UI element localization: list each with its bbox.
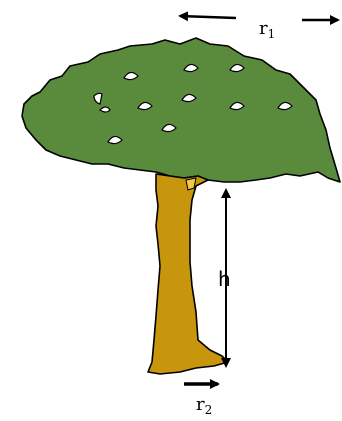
r2-label-sub: 2: [205, 403, 213, 417]
h-label: h: [218, 267, 231, 291]
tree-canopy: [22, 38, 340, 182]
r1-label-sub: 1: [268, 27, 276, 41]
r2-label: r2: [196, 394, 212, 417]
r1-left-arrow: [180, 16, 236, 18]
tree-trunk: [148, 174, 228, 374]
r1-label: r1: [259, 18, 275, 41]
